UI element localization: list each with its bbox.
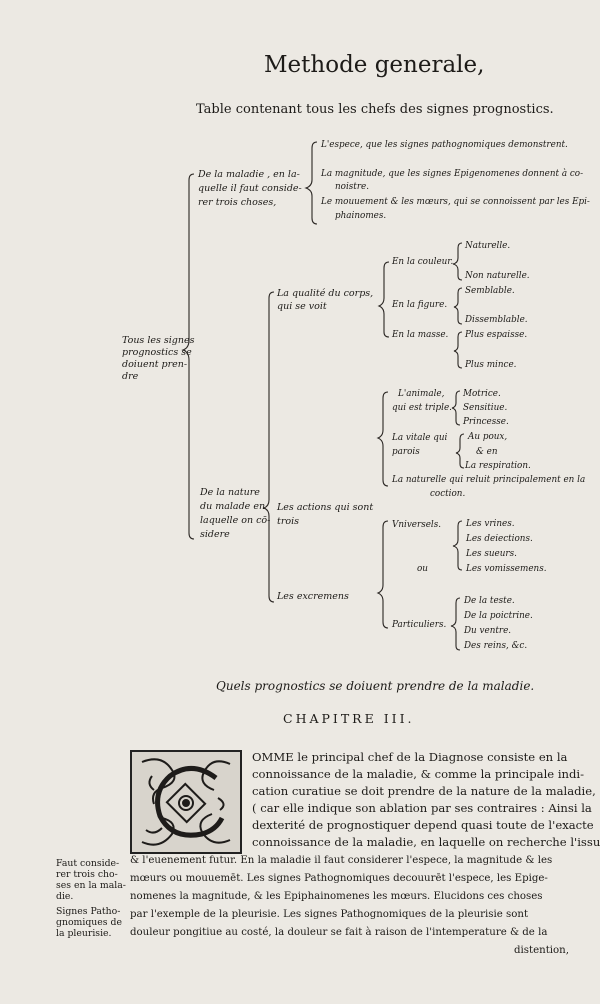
masse-brace [453,331,463,369]
body-text-line: distention, [514,945,569,956]
qualite-brace [377,261,390,338]
vitale-item: La respiration. [465,461,531,471]
actions-label: trois [277,516,299,527]
vitale-label: La vitale qui [392,433,448,443]
nature-label-line: sidere [200,529,230,540]
maladie-item: Le mouuement & les mœurs, qui se connois… [321,197,590,207]
maladie-label-line: rer trois choses, [198,197,277,208]
animale-label: L'animale, [398,389,445,399]
masse-item: Plus mince. [465,360,517,370]
nature-brace [262,291,275,603]
root-label-line: dre [122,371,139,382]
particuliers-item: De la poictrine. [464,611,533,621]
vniversels-item: Les vomissemens. [466,564,547,574]
couleur-item: Non naturelle. [465,271,530,281]
figure-item: Dissemblable. [465,315,528,325]
actions-brace [376,391,389,487]
body-text-line: mœurs ou mouuemēt. Les signes Pathognomi… [130,873,548,884]
particuliers-item: De la teste. [464,596,515,606]
decorated-initial-c-icon [130,750,242,854]
vitale-item: & en [476,447,498,457]
body-text-line: dexterité de prognostiquer depend quasi … [252,818,594,832]
figure-item: Semblable. [465,286,515,296]
nature-label-line: De la nature [200,487,260,498]
vniversels-item: Les sueurs. [466,549,517,559]
nature-label-line: laquelle on cō- [200,515,271,526]
root-label-line: doiuent pren- [122,359,188,370]
particuliers-brace [450,597,461,651]
body-text-line: cation curatiue se doit prendre de la na… [252,784,596,798]
particuliers-item: Du ventre. [464,626,512,636]
animale-item: Sensitiue. [463,403,508,413]
root-brace [181,173,195,540]
particuliers-item: Des reins, &c. [464,641,528,651]
couleur-label: En la couleur. [392,257,454,267]
body-text-line: ( car elle indique son ablation par ses … [252,801,592,815]
nature-label-line: du malade en [200,501,266,512]
margin-note: Signes Patho- gnomiques de la pleurisie. [56,906,122,939]
maladie-label-line: De la maladie , en la- [198,169,300,180]
body-text-line: connoissance de la maladie, en laquelle … [252,835,600,849]
maladie-brace [304,141,318,225]
body-text-line: & l'euenement futur. En la maladie il fa… [130,855,553,866]
actions-label: Les actions qui sont [277,502,374,513]
vniversels-brace [452,520,463,571]
ou-label: ou [417,564,428,574]
body-text-line: douleur pongitiue au costé, la douleur s… [130,927,548,938]
body-text-line: OMME le principal chef de la Diagnose co… [252,750,568,764]
animale-item: Princesse. [463,417,509,427]
couleur-brace [452,242,463,281]
figure-brace [453,287,463,325]
qualite-label: La qualité du corps, [277,288,374,299]
vniversels-item: Les vrines. [466,519,515,529]
vitale-item: Au poux, [468,432,508,442]
vitale-brace [455,433,465,469]
masse-item: Plus espaisse. [465,330,528,340]
animale-brace [451,390,461,426]
maladie-item: phainomes. [335,211,387,221]
section-caption: Quels prognostics se doiuent prendre de … [216,679,535,693]
particuliers-label: Particuliers. [392,620,447,630]
table-title: Table contenant tous les chefs des signe… [196,102,554,117]
excremens-brace [376,520,389,629]
margin-note: Faut conside- rer trois cho- ses en la m… [56,858,126,902]
root-label-line: prognostics se [122,347,192,358]
figure-label: En la figure. [392,300,448,310]
couleur-item: Naturelle. [465,241,511,251]
excremens-label: Les excremens [277,591,349,602]
body-text-line: connoissance de la maladie, & comme la p… [252,767,585,781]
maladie-item: La magnitude, que les signes Epigenomene… [321,169,584,179]
naturelle-label: La naturelle qui reluit principalement e… [392,475,586,485]
body-text-line: par l'exemple de la pleurisie. Les signe… [130,909,529,920]
naturelle-label: coction. [430,489,466,499]
vniversels-label: Vniversels. [392,520,442,530]
root-label-line: Tous les signes [122,335,195,346]
maladie-item: noistre. [335,182,370,192]
maladie-label-line: quelle il faut conside- [198,183,302,194]
body-text-line: nomenes la magnitude, & les Epiphainomen… [130,891,543,902]
qualite-label: qui se voit [277,301,327,312]
masse-label: En la masse. [392,330,449,340]
maladie-item: L'espece, que les signes pathognomiques … [321,140,568,150]
vniversels-item: Les deiections. [466,534,533,544]
running-header: Methode generale, [264,52,485,78]
animale-item: Motrice. [463,389,501,399]
chapter-heading: CHAPITRE III. [283,711,415,726]
vitale-label: parois [392,447,420,457]
animale-label: qui est triple. [392,403,452,413]
